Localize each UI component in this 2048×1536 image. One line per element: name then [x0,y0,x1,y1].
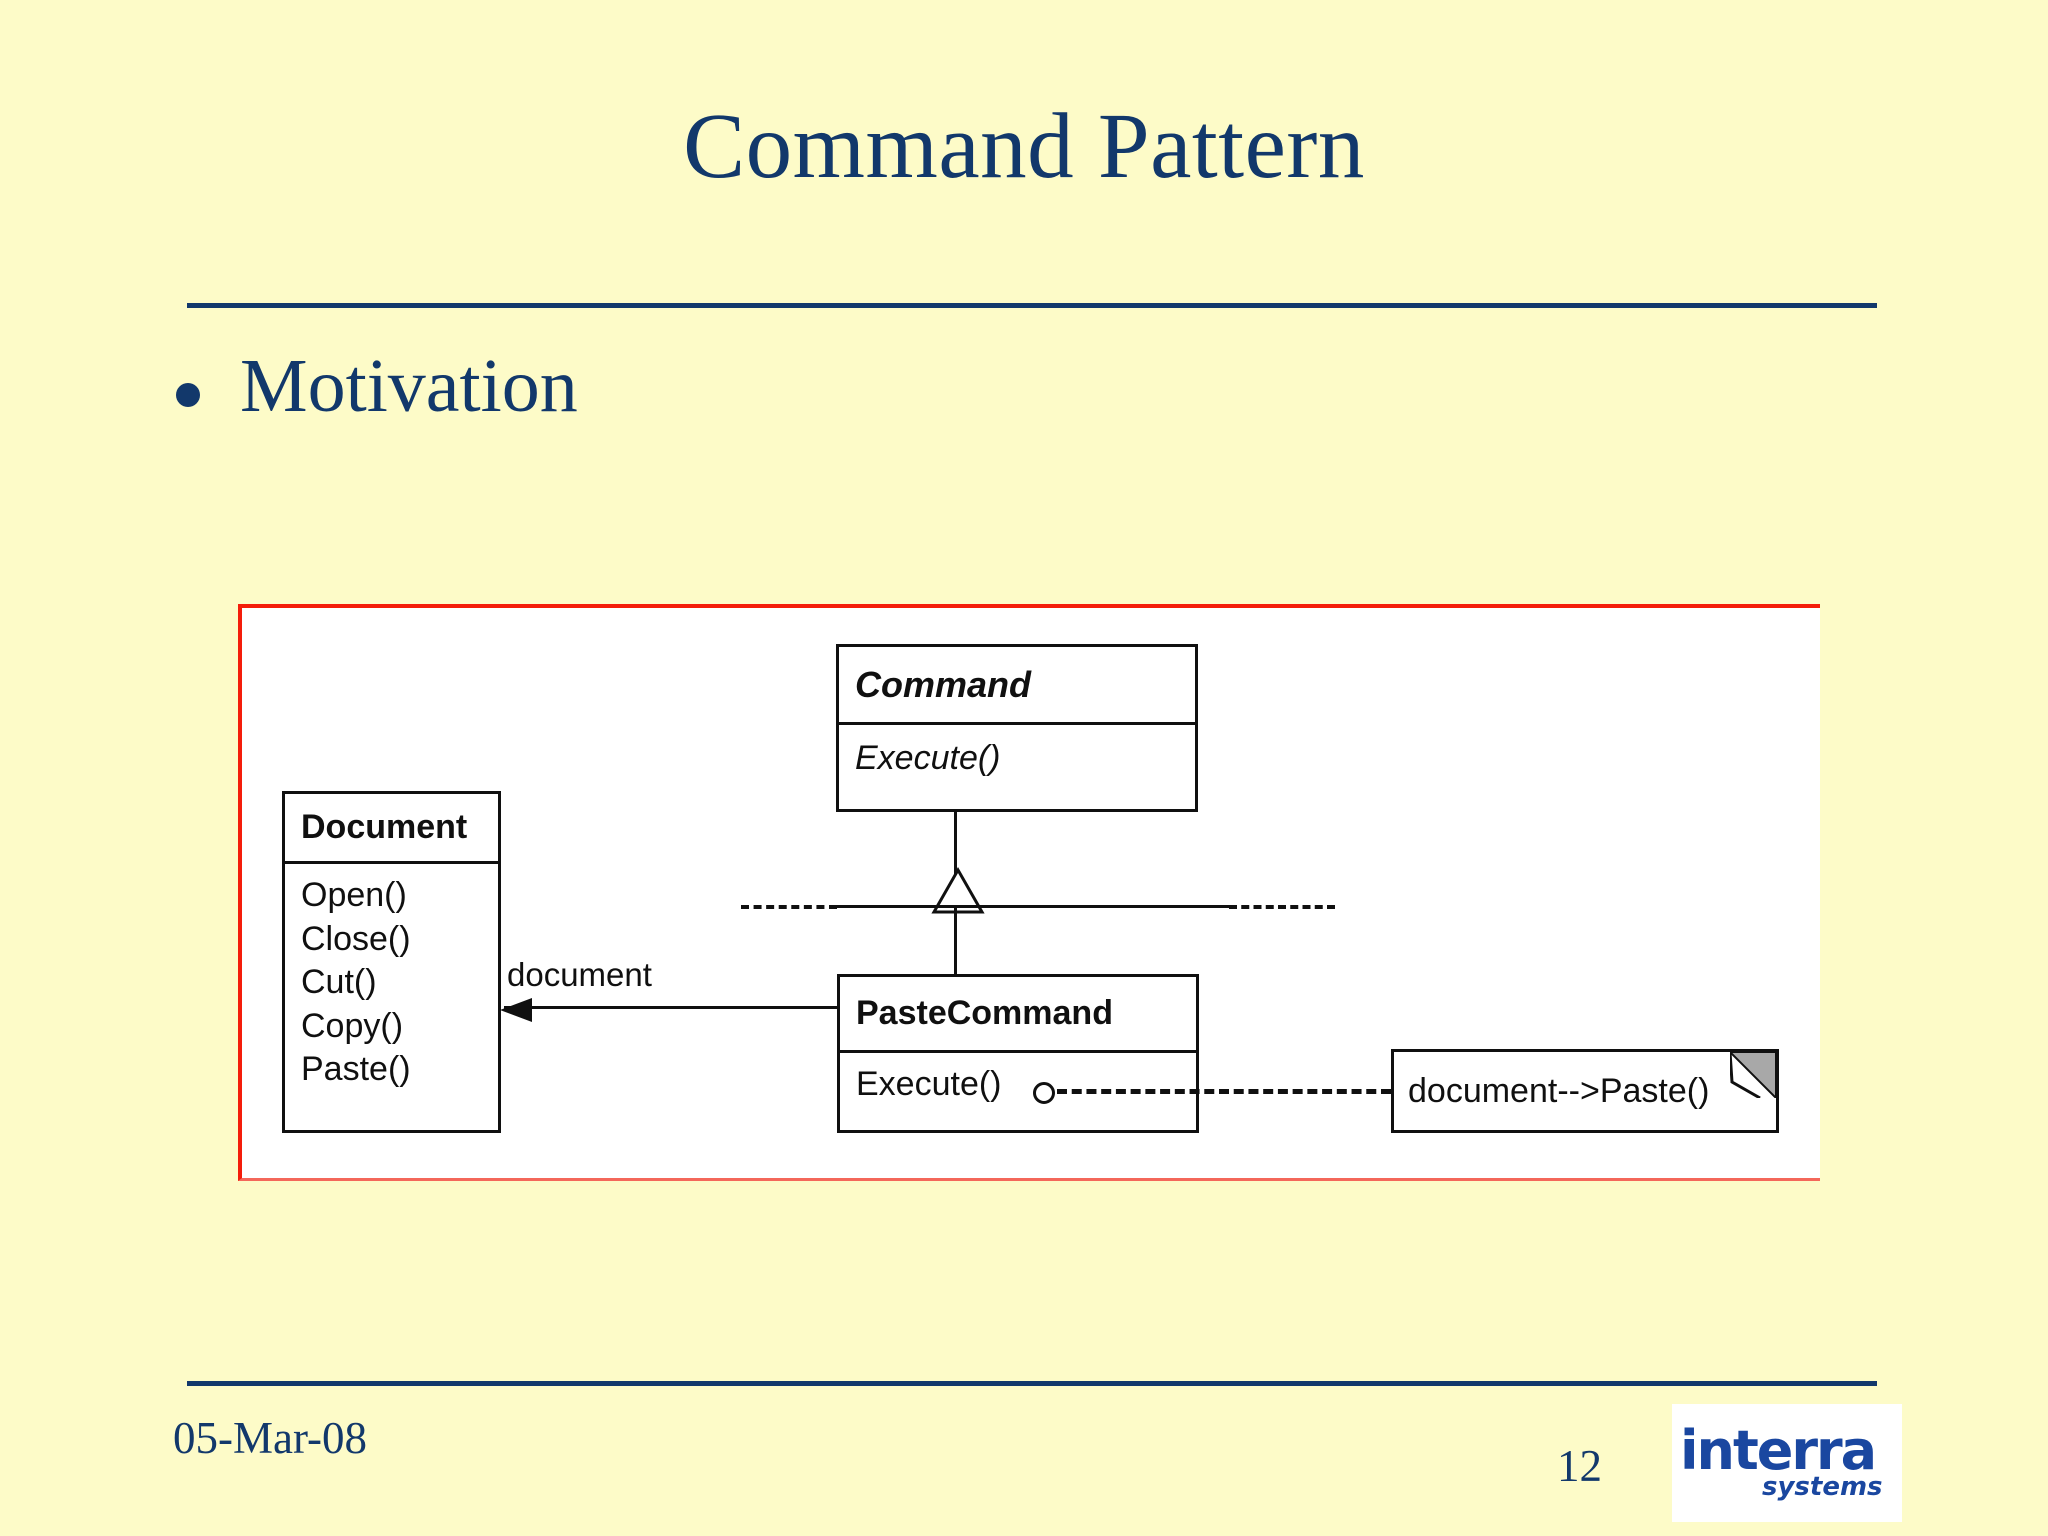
title-divider [187,303,1877,308]
uml-class-command-members: Execute() [839,725,1195,789]
generalization-triangle-icon [931,866,985,914]
generalization-bar [836,905,1229,908]
uml-member: Execute() [856,1065,1002,1103]
uml-note: document-->Paste() [1391,1049,1779,1133]
uml-member: Paste() [301,1050,411,1089]
bullet-label: Motivation [240,344,578,428]
uml-class-document: Document Open() Close() Cut() Copy() Pas… [282,791,501,1133]
uml-class-pastecommand: PasteCommand Execute() [837,974,1199,1133]
uml-diagram-canvas: Command Execute() Document Open() Close(… [242,608,1820,1178]
generalization-line-lower [954,908,957,974]
page-title: Command Pattern [683,95,1365,198]
generalization-bar-dash-right [1229,905,1335,909]
logo-tagline: systems [1762,1472,1883,1502]
arrowhead-icon [500,998,532,1022]
uml-class-command-name: Command [839,647,1195,725]
uml-class-document-members: Open() Close() Cut() Copy() Paste() [285,864,498,1100]
note-fold-corner-icon [1730,1052,1776,1098]
uml-member: Cut() [301,963,377,1002]
uml-member: Execute() [855,739,1001,777]
uml-class-command: Command Execute() [836,644,1198,812]
interra-systems-logo: interra systems [1672,1404,1902,1522]
note-anchor-circle-icon [1033,1082,1055,1104]
page-number: 12 [1557,1441,1602,1491]
uml-member: Open() [301,876,407,914]
uml-member: Copy() [301,1006,404,1045]
uml-class-pastecommand-name: PasteCommand [840,977,1196,1053]
footer-date: 05-Mar-08 [173,1413,368,1463]
note-leader-line [1057,1089,1391,1094]
uml-class-document-name: Document [285,794,498,864]
uml-diagram-figure: Command Execute() Document Open() Close(… [238,604,1820,1181]
association-line-document [504,1006,838,1009]
uml-class-pastecommand-members: Execute() [840,1053,1196,1115]
bullet-item-motivation: Motivation [176,345,578,427]
uml-note-text: document-->Paste() [1408,1071,1710,1110]
association-label-document: document [507,956,652,993]
generalization-line-upper [954,812,957,877]
footer-divider [187,1381,1877,1386]
bullet-dot-icon [176,383,200,407]
uml-member: Close() [301,919,411,958]
generalization-bar-dash-left [741,905,837,909]
logo-wordmark: interra [1680,1419,1877,1482]
